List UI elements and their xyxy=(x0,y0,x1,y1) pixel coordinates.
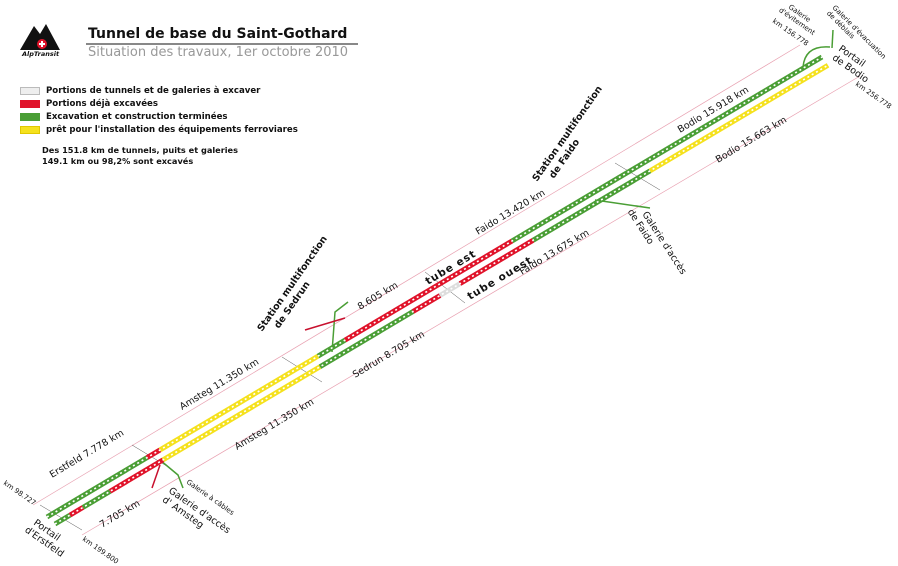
shaft-sedrun xyxy=(331,301,349,353)
galleries xyxy=(151,29,834,489)
galerie-evitement xyxy=(802,46,831,68)
dim-bodio-east: Bodio 15.918 km xyxy=(676,84,751,135)
galerie-amsteg xyxy=(151,464,161,489)
galerie-evacuation xyxy=(831,29,834,49)
legend-item: Portions de tunnels et de galeries à exc… xyxy=(20,84,298,97)
legend-swatch xyxy=(20,86,40,95)
galerie-faido-label: Galerie d'accèsde Faido xyxy=(625,201,689,282)
page-title: Tunnel de base du Saint-Gothard xyxy=(88,26,348,42)
legend-label: Excavation et construction terminées xyxy=(46,111,228,122)
dimension-line-west xyxy=(81,75,861,536)
tube-est-pattern xyxy=(46,56,823,518)
portail-erstfeld-label: Portaild'Erstfeld xyxy=(23,516,73,560)
galerie-sedrun xyxy=(304,317,346,331)
legend-label: prêt pour l'installation des équipements… xyxy=(46,124,298,135)
km-bodio: km 256.778 xyxy=(854,80,893,111)
alptransit-logo xyxy=(20,24,60,50)
title-rule xyxy=(86,43,358,45)
km-erstfeld-west: km 199.800 xyxy=(81,535,120,566)
dim-bodio-west: Bodio 15.663 km xyxy=(714,114,789,165)
stats-line: Des 151.8 km de tunnels, puits et galeri… xyxy=(42,145,238,155)
tubes xyxy=(45,54,830,527)
dimension-tick xyxy=(424,271,466,304)
logo-text: AlpTransit xyxy=(22,50,60,58)
station-faido-label: Station multifonctionde Faido xyxy=(530,84,614,191)
legend-swatch xyxy=(20,99,40,108)
page-subtitle: Situation des travaux, 1er octobre 2010 xyxy=(88,45,349,60)
dimension-line-east xyxy=(32,44,801,506)
legend-label: Portions déjà excavées xyxy=(46,98,158,109)
tube-ouest-pattern xyxy=(54,64,829,525)
portail-bodio-label: Portailde Bodio xyxy=(830,43,877,85)
legend-swatch xyxy=(20,125,40,134)
dim-faido-west: Faido 13.675 km xyxy=(518,227,591,277)
km-erstfeld-east: km 98.727 xyxy=(2,479,37,507)
galerie-faido xyxy=(594,199,651,209)
stats: Des 151.8 km de tunnels, puits et galeri… xyxy=(42,145,238,167)
legend-item: prêt pour l'installation des équipements… xyxy=(20,123,298,136)
dim-faido-east: Faido 13.420 km xyxy=(474,187,547,237)
dim-erstfeld-west: 7.705 km xyxy=(98,498,142,531)
legend-item: Portions déjà excavées xyxy=(20,97,298,110)
dimension-tick xyxy=(281,356,323,383)
legend-item: Excavation et construction terminées xyxy=(20,110,298,123)
legend-label: Portions de tunnels et de galeries à exc… xyxy=(46,85,261,96)
dimension-tick xyxy=(39,504,83,531)
tube-est-segment xyxy=(343,238,514,343)
dimension-lines xyxy=(32,44,861,536)
dim-amsteg-east: Amsteg 11.350 km xyxy=(178,357,261,413)
galerie-amsteg-label: Galerie d'accèsd' Amsteg xyxy=(160,485,232,545)
dim-amsteg-west: Amsteg 11.350 km xyxy=(233,397,316,453)
dim-sedrun-west: Sedrun 8.705 km xyxy=(351,329,427,381)
tube-est-segment xyxy=(158,354,320,453)
label-line: Station multifonction xyxy=(255,234,330,334)
stats-line: 149.1 km ou 98,2% sont excavés xyxy=(42,156,194,166)
dim-sedrun-east: 8.605 km xyxy=(356,280,400,313)
tube-ouest-segment xyxy=(531,168,652,243)
tube-est-segment xyxy=(145,447,162,460)
legend-swatch xyxy=(20,112,40,121)
tube-ouest-segment xyxy=(81,489,112,510)
galerie-cables xyxy=(159,459,184,489)
station-sedrun-label: Station multifonctionde Sedrun xyxy=(255,234,339,341)
tube-ouest-segment xyxy=(53,512,72,527)
legend: Portions de tunnels et de galeries à exc… xyxy=(20,84,298,136)
